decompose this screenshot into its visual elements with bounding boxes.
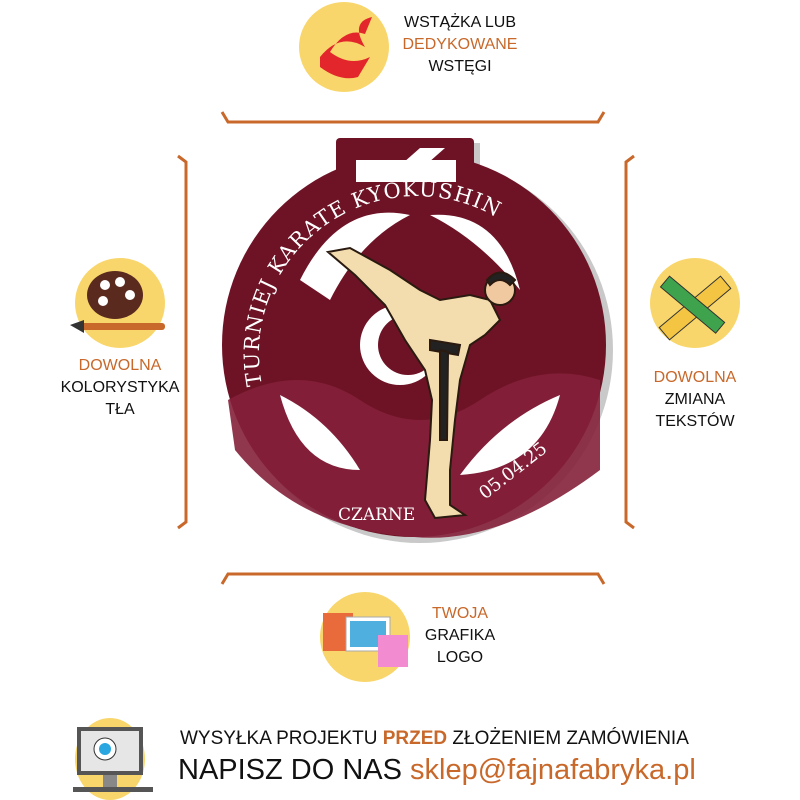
ribbon-line3: WSTĘGI [428,58,492,75]
texts-line1: DOWOLNA [653,369,737,386]
top-bracket [220,111,606,124]
right-bracket [624,154,635,530]
ribbon-line2: DEDYKOWANE [402,36,518,53]
texts-line2: ZMIANA [664,391,726,408]
medal-place: CZARNE [338,505,415,525]
footer-email-link[interactable]: sklep@fajnafabryka.pl [410,754,696,786]
footer-line1: WYSYŁKA PROJEKTU PRZED ZŁOŻENIEM ZAMÓWIE… [180,728,689,750]
bottom-bracket [220,572,606,585]
ribbon-icon [310,12,380,82]
footer-line1-highlight: PRZED [382,728,448,749]
footer-contact-label: NAPISZ DO NAS [178,754,411,786]
monitor-design-icon [65,725,165,795]
graphic-line1: TWOJA [432,605,488,622]
footer-line2: NAPISZ DO NAS sklep@fajnafabryka.pl [178,754,696,787]
graphic-line2: GRAFIKA [424,627,496,644]
footer-line1-post: ZŁOŻENIEM ZAMÓWIENIA [447,728,689,749]
ribbon-line1: WSTĄŻKA LUB [403,14,517,31]
left-bracket [177,154,188,530]
footer-line1-pre: WYSYŁKA PROJEKTU [180,728,383,749]
texts-line3: TEKSTÓW [655,413,735,430]
background-line2: KOLORYSTYKA [60,379,180,396]
graphic-line3: LOGO [436,649,484,666]
karate-fighter-graphic [325,246,517,520]
images-icon [318,605,418,675]
background-line3: TŁA [105,401,135,418]
background-line1: DOWOLNA [78,357,162,374]
pencil-ruler-icon [650,265,740,350]
palette-icon [70,265,170,345]
